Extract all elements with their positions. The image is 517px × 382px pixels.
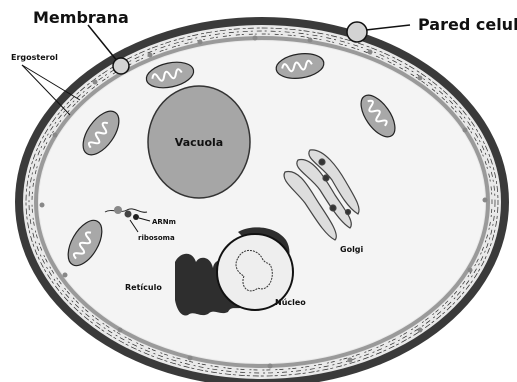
cell-wall-label: Pared celular <box>418 15 517 34</box>
membrane-callout-marker <box>113 58 129 74</box>
reticulum-label: Retículo <box>125 283 162 292</box>
cell-wall-callout-marker <box>347 22 367 42</box>
ribosome-label: ribosoma <box>138 234 175 242</box>
vacuole-label: Vacuola <box>175 136 223 149</box>
cytoplasm <box>39 41 485 363</box>
nucleus-label: Núcleo <box>275 298 306 307</box>
arnm-label: ARNm <box>152 218 176 226</box>
cell-wall-callout-line <box>366 25 410 30</box>
ergosterol-label: Ergosterol <box>11 53 58 62</box>
membrane-callout-line <box>88 25 118 62</box>
membrane-label: Membrana <box>33 8 129 27</box>
golgi-label: Golgi <box>340 245 364 254</box>
